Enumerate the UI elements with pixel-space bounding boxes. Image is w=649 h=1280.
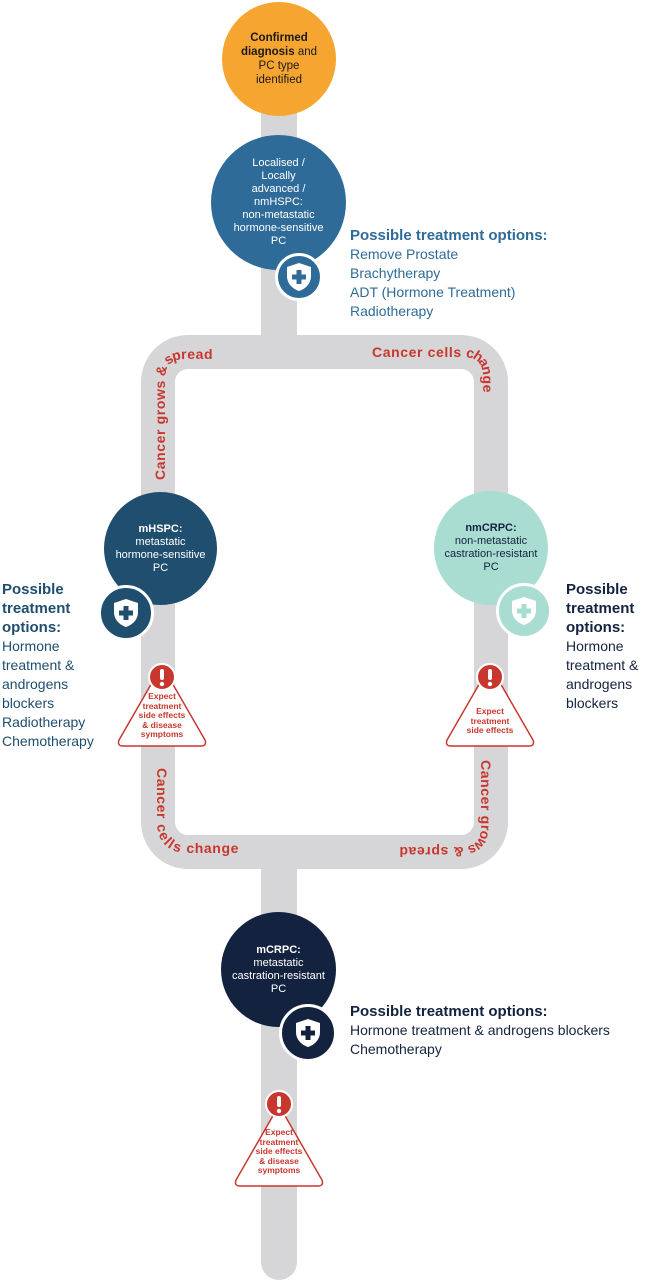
localised-nmhspc-node: Localised / Locally advanced / nmHSPC: n… <box>211 135 346 270</box>
start-node-line3: PC type <box>258 60 300 72</box>
mhspc-option-4: Radiotherapy <box>2 714 86 730</box>
localised-line-5: hormone-sensitive <box>233 222 324 234</box>
mcrpc-warning-line-1: treatment <box>259 1136 299 1147</box>
localised-line-1: Locally <box>261 170 296 182</box>
mhspc-option-2: androgens <box>2 676 69 692</box>
mhspc-warning-line-1: treatment <box>142 700 182 711</box>
mhspc-title: mHSPC: <box>138 522 183 535</box>
localised-options-heading: Possible treatment options: <box>350 227 548 244</box>
mhspc-option-5: Chemotherapy <box>2 733 94 749</box>
nmcrpc-options-heading-1: treatment <box>566 600 635 617</box>
track-loop <box>141 335 508 869</box>
mhspc-option-1: treatment & <box>2 657 75 673</box>
localised-line-3: nmHSPC: <box>254 196 303 208</box>
loop-label-bottom-left: Cancer cells change <box>154 768 239 856</box>
nmcrpc-option-3: blockers <box>566 695 619 711</box>
exclamation-icon <box>476 663 504 691</box>
localised-option-3: Radiotherapy <box>350 303 434 319</box>
nmcrpc-option-1: treatment & <box>566 657 639 673</box>
mcrpc-option-1: Chemotherapy <box>350 1041 442 1057</box>
mcrpc-options-heading: Possible treatment options: <box>350 1003 548 1020</box>
nmcrpc-option-0: Hormone <box>566 638 624 654</box>
shield-plus-icon <box>114 599 138 627</box>
mhspc-options-heading-0: Possible <box>2 581 64 598</box>
start-node-line2: diagnosis <box>240 46 295 58</box>
shield-plus-icon <box>296 1019 320 1047</box>
nmcrpc-warning: Expect treatment side effects <box>443 663 537 750</box>
localised-option-0: Remove Prostate <box>350 246 459 262</box>
mcrpc-warning-line-2: side effects <box>255 1146 303 1156</box>
mhspc-shield-badge <box>98 585 154 641</box>
mcrpc-warning-line-3: & disease <box>259 1155 299 1166</box>
mcrpc-line-2: PC <box>270 982 287 995</box>
nmcrpc-options-panel: Possible treatment options: Hormone trea… <box>566 580 638 713</box>
nmcrpc-title: nmCRPC: <box>465 522 517 534</box>
start-node-line4: identified <box>255 74 303 86</box>
mhspc-line-2: PC <box>152 561 169 574</box>
loop-label-bottom-right: Cancer grows & spread <box>399 760 494 860</box>
nmcrpc-line-1: castration-resistant <box>444 548 538 560</box>
nmcrpc-warning-text: Expect treatment side effects <box>443 706 537 736</box>
mcrpc-line-0: metastatic <box>253 956 304 969</box>
start-node-line2-wrap: diagnosis and <box>241 45 317 59</box>
mhspc-warning-line-3: & disease <box>142 719 182 730</box>
mcrpc-options-panel: Possible treatment options: Hormone trea… <box>350 1002 610 1059</box>
localised-line-2: advanced / <box>251 183 306 195</box>
nmcrpc-options-heading-0: Possible <box>566 581 628 598</box>
localised-line-0: Localised / <box>252 157 305 169</box>
mhspc-node: mHSPC: metastatic hormone-sensitive PC <box>104 492 217 605</box>
mcrpc-warning: Expect treatment side effects & disease … <box>232 1090 326 1190</box>
mhspc-options-panel: Possible treatment options: Hormone trea… <box>2 580 94 751</box>
shield-plus-icon <box>287 263 311 291</box>
mhspc-line-1: hormone-sensitive <box>115 548 206 561</box>
mcrpc-warning-line-0: Expect <box>265 1127 293 1137</box>
mhspc-warning-text: Expect treatment side effects & disease … <box>115 691 209 740</box>
nmcrpc-line-2: PC <box>483 561 499 573</box>
nmcrpc-line-0: non-metastatic <box>454 535 528 547</box>
localised-option-1: Brachytherapy <box>350 265 441 281</box>
localised-options-panel: Possible treatment options: Remove Prost… <box>350 226 548 321</box>
mhspc-option-0: Hormone <box>2 638 60 654</box>
mcrpc-node: mCRPC: metastatic castration-resistant P… <box>221 912 336 1027</box>
localised-option-2: ADT (Hormone Treatment) <box>350 284 516 300</box>
localised-shield-badge <box>275 253 323 301</box>
exclamation-icon <box>148 663 176 691</box>
mhspc-warning: Expect treatment side effects & disease … <box>115 663 209 750</box>
mcrpc-warning-text: Expect treatment side effects & disease … <box>232 1127 326 1176</box>
mhspc-warning-line-4: symptoms <box>140 729 184 739</box>
start-node-line2b: and <box>294 46 318 58</box>
exclamation-icon <box>265 1090 293 1118</box>
nmcrpc-options-heading-2: options: <box>566 619 626 636</box>
start-node-line1: Confirmed <box>250 32 308 44</box>
mhspc-warning-line-2: side effects <box>138 710 186 720</box>
mcrpc-shield-badge <box>279 1004 337 1062</box>
mcrpc-title: mCRPC: <box>256 943 301 956</box>
shield-plus-icon <box>512 597 536 625</box>
nmcrpc-warning-line-1: treatment <box>470 715 510 726</box>
mcrpc-warning-line-4: symptoms <box>257 1165 301 1175</box>
localised-line-4: non-metastatic <box>242 209 315 221</box>
mcrpc-option-0: Hormone treatment & androgens blockers <box>350 1022 610 1038</box>
nmcrpc-warning-line-2: side effects <box>466 725 514 735</box>
mhspc-options-heading-2: options: <box>2 619 62 636</box>
localised-line-6: PC <box>270 235 287 247</box>
mhspc-line-0: metastatic <box>135 535 186 548</box>
nmcrpc-shield-badge <box>496 583 552 639</box>
start-node: Confirmed diagnosis and PC type identifi… <box>222 2 336 116</box>
mcrpc-line-1: castration-resistant <box>232 969 325 982</box>
nmcrpc-warning-line-0: Expect <box>476 706 504 716</box>
mhspc-warning-line-0: Expect <box>148 691 176 701</box>
nmcrpc-option-2: androgens <box>566 676 633 692</box>
mhspc-option-3: blockers <box>2 695 55 711</box>
mhspc-options-heading-1: treatment <box>2 600 71 617</box>
